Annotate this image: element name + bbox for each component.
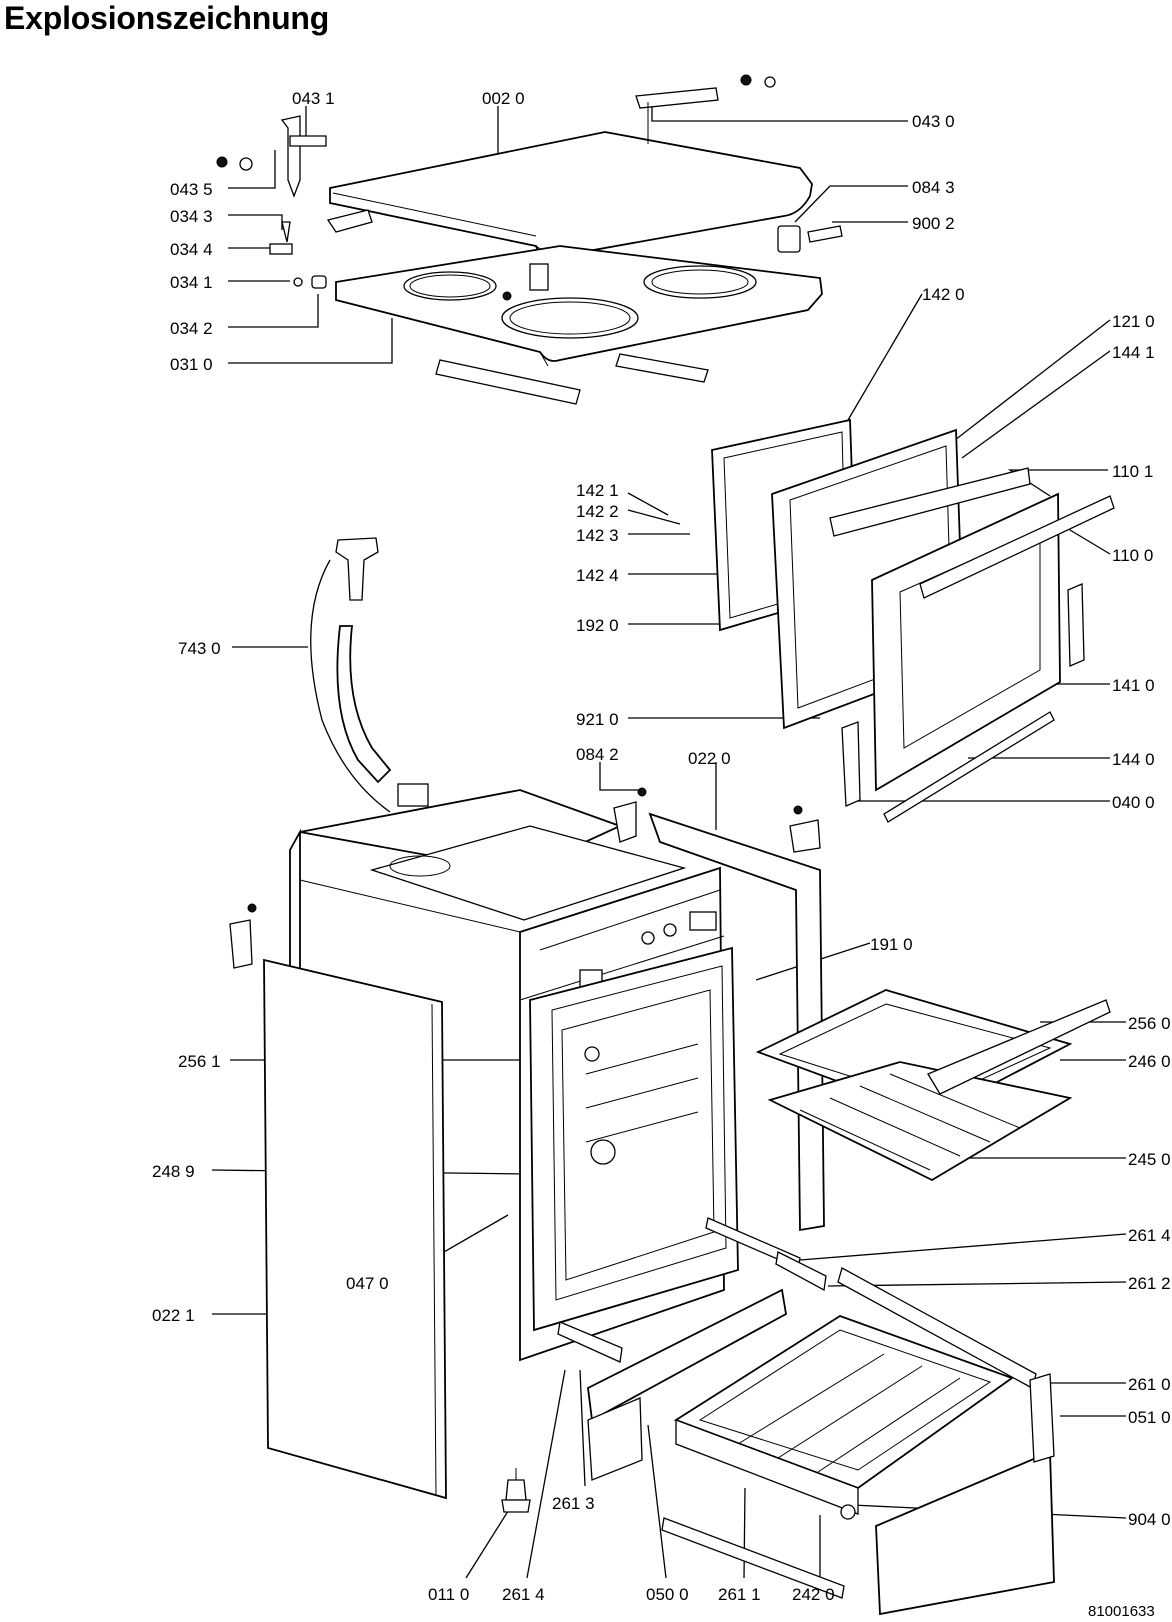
document-number: 81001633: [1088, 1603, 1155, 1620]
hob-cover-part: [329, 131, 813, 259]
callout-labels: 043 1 002 0 043 0 043 5 034 3 084 3 034 …: [152, 89, 1171, 1620]
tray-handle: [927, 999, 1111, 1095]
label-0310: 031 0: [170, 355, 213, 374]
label-1420: 142 0: [922, 285, 965, 304]
label-0110: 011 0: [428, 1585, 469, 1604]
label-7430: 743 0: [178, 639, 221, 658]
label-1441: 144 1: [1112, 343, 1155, 362]
label-1100: 110 0: [1112, 546, 1153, 565]
label-0020: 002 0: [482, 89, 525, 108]
label-0842: 084 2: [576, 745, 619, 764]
label-1421: 142 1: [576, 481, 619, 500]
door-hinges: [841, 583, 1085, 823]
plinth-front: [587, 1288, 787, 1481]
label-2614-bottom: 261 4: [502, 1585, 545, 1604]
label-9002: 900 2: [912, 214, 955, 233]
label-1920: 192 0: [576, 616, 619, 635]
door-glass-panel: [871, 492, 1115, 792]
label-2613: 261 3: [552, 1494, 595, 1513]
label-2610: 261 0: [1128, 1375, 1171, 1394]
label-9210: 921 0: [576, 710, 619, 729]
label-0400: 040 0: [1112, 793, 1155, 812]
drawer-front: [840, 1373, 1055, 1616]
side-panel-right: [648, 812, 825, 1232]
label-1424: 142 4: [576, 566, 619, 585]
adjustable-foot: [501, 1468, 531, 1513]
label-9040: 904 0: [1128, 1510, 1171, 1529]
label-2611: 261 1: [718, 1585, 761, 1604]
oven-front-frame: [529, 946, 739, 1332]
label-1210: 121 0: [1112, 312, 1155, 331]
top-brackets: [229, 787, 821, 969]
label-0431: 043 1: [292, 89, 335, 108]
label-0343: 034 3: [170, 207, 213, 226]
label-2561: 256 1: [178, 1052, 221, 1071]
telescopic-rails: [557, 1217, 1037, 1599]
label-2612: 261 2: [1128, 1274, 1171, 1293]
label-0430: 043 0: [912, 112, 955, 131]
hob-brackets: [326, 209, 709, 405]
label-0435: 043 5: [170, 180, 213, 199]
label-0342: 034 2: [170, 319, 213, 338]
label-0341: 034 1: [170, 273, 213, 292]
label-1410: 141 0: [1112, 676, 1155, 695]
label-2450: 245 0: [1128, 1150, 1171, 1169]
label-1423: 142 3: [576, 526, 619, 545]
label-0470: 047 0: [346, 1274, 389, 1293]
small-fittings-top: [269, 221, 843, 289]
hinge-right-top: [635, 74, 776, 144]
drawer-bottom-tray: [673, 1315, 1014, 1515]
label-2460: 246 0: [1128, 1052, 1171, 1071]
hob-frame-part: [335, 245, 823, 367]
label-2489: 248 9: [152, 1162, 195, 1181]
hinge-left-top: [216, 115, 327, 198]
label-0221: 022 1: [152, 1306, 195, 1325]
label-0500: 050 0: [646, 1585, 689, 1604]
label-1440: 144 0: [1112, 750, 1155, 769]
grill-rack: [767, 1061, 1073, 1182]
label-1101: 110 1: [1112, 462, 1153, 481]
label-2560: 256 0: [1128, 1014, 1171, 1033]
label-2614-right: 261 4: [1128, 1226, 1171, 1245]
label-2420: 242 0: [792, 1585, 835, 1604]
side-panel-left: [263, 958, 447, 1500]
label-0220: 022 0: [688, 749, 731, 768]
label-0344: 034 4: [170, 240, 213, 259]
gas-hose: [310, 537, 429, 813]
label-0843: 084 3: [912, 178, 955, 197]
page-title: Explosionszeichnung: [4, 0, 330, 36]
label-1422: 142 2: [576, 502, 619, 521]
label-0510: 051 0: [1128, 1408, 1171, 1427]
label-1910: 191 0: [870, 935, 913, 954]
